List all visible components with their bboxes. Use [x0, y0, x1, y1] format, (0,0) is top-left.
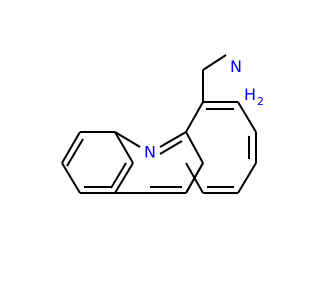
amine-h: H	[244, 85, 256, 104]
bond	[110, 162, 127, 189]
acridine-methanamine-structure: N N H 2	[61, 54, 264, 194]
bond	[114, 131, 134, 164]
bond	[237, 162, 257, 194]
bond	[159, 131, 187, 148]
bond	[237, 101, 257, 133]
amine-n: N	[230, 57, 242, 76]
bond	[159, 140, 183, 155]
bond	[185, 101, 204, 133]
amine-subscript: 2	[257, 95, 264, 108]
ring-nitrogen-label: N	[144, 143, 156, 162]
bond	[185, 162, 204, 194]
bond	[114, 162, 134, 194]
bond	[61, 162, 81, 194]
bond	[61, 131, 81, 164]
bond	[114, 131, 141, 148]
bond	[66, 138, 84, 167]
amine-label: N H 2	[230, 57, 264, 108]
bond	[202, 54, 227, 71]
bond	[185, 131, 204, 164]
